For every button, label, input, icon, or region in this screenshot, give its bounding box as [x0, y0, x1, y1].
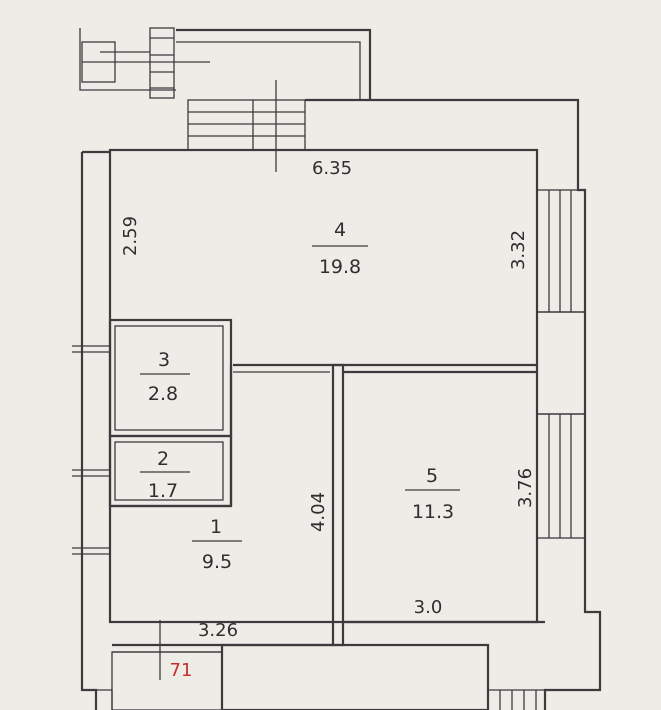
outer-walls [80, 98, 602, 710]
top-stairs [187, 80, 306, 172]
room-1-number: 1 [210, 516, 222, 538]
room-4-area: 19.8 [319, 256, 361, 278]
dim-top-width: 6.35 [312, 158, 352, 179]
room-3-label: 3 2.8 [140, 349, 190, 405]
right-windows [536, 189, 586, 539]
room-5-label: 5 11.3 [405, 465, 460, 523]
lower-structures [111, 620, 545, 710]
dim-left-room4: 2.59 [120, 216, 141, 256]
room-1-label: 1 9.5 [192, 516, 242, 573]
dim-room1-height: 4.04 [308, 492, 329, 532]
dim-room5-height: 3.76 [515, 468, 536, 508]
red-marker-number: 71 [170, 660, 193, 681]
left-window-marks [72, 345, 110, 555]
room-2-number: 2 [157, 448, 169, 470]
room-2-label: 2 1.7 [140, 448, 190, 502]
room-4-label: 4 19.8 [312, 219, 368, 278]
dim-room5-width: 3.0 [414, 597, 443, 618]
room-1-area: 9.5 [202, 551, 232, 573]
room-2-area: 1.7 [148, 480, 178, 502]
room-3-number: 3 [158, 349, 170, 371]
room-5-area: 11.3 [412, 501, 454, 523]
room-5-number: 5 [426, 465, 438, 487]
room-4-number: 4 [334, 219, 346, 241]
dim-right-room4: 3.32 [508, 230, 529, 270]
room-3-area: 2.8 [148, 383, 178, 405]
porch-structure [79, 27, 372, 100]
dim-room1-width: 3.26 [198, 620, 238, 641]
